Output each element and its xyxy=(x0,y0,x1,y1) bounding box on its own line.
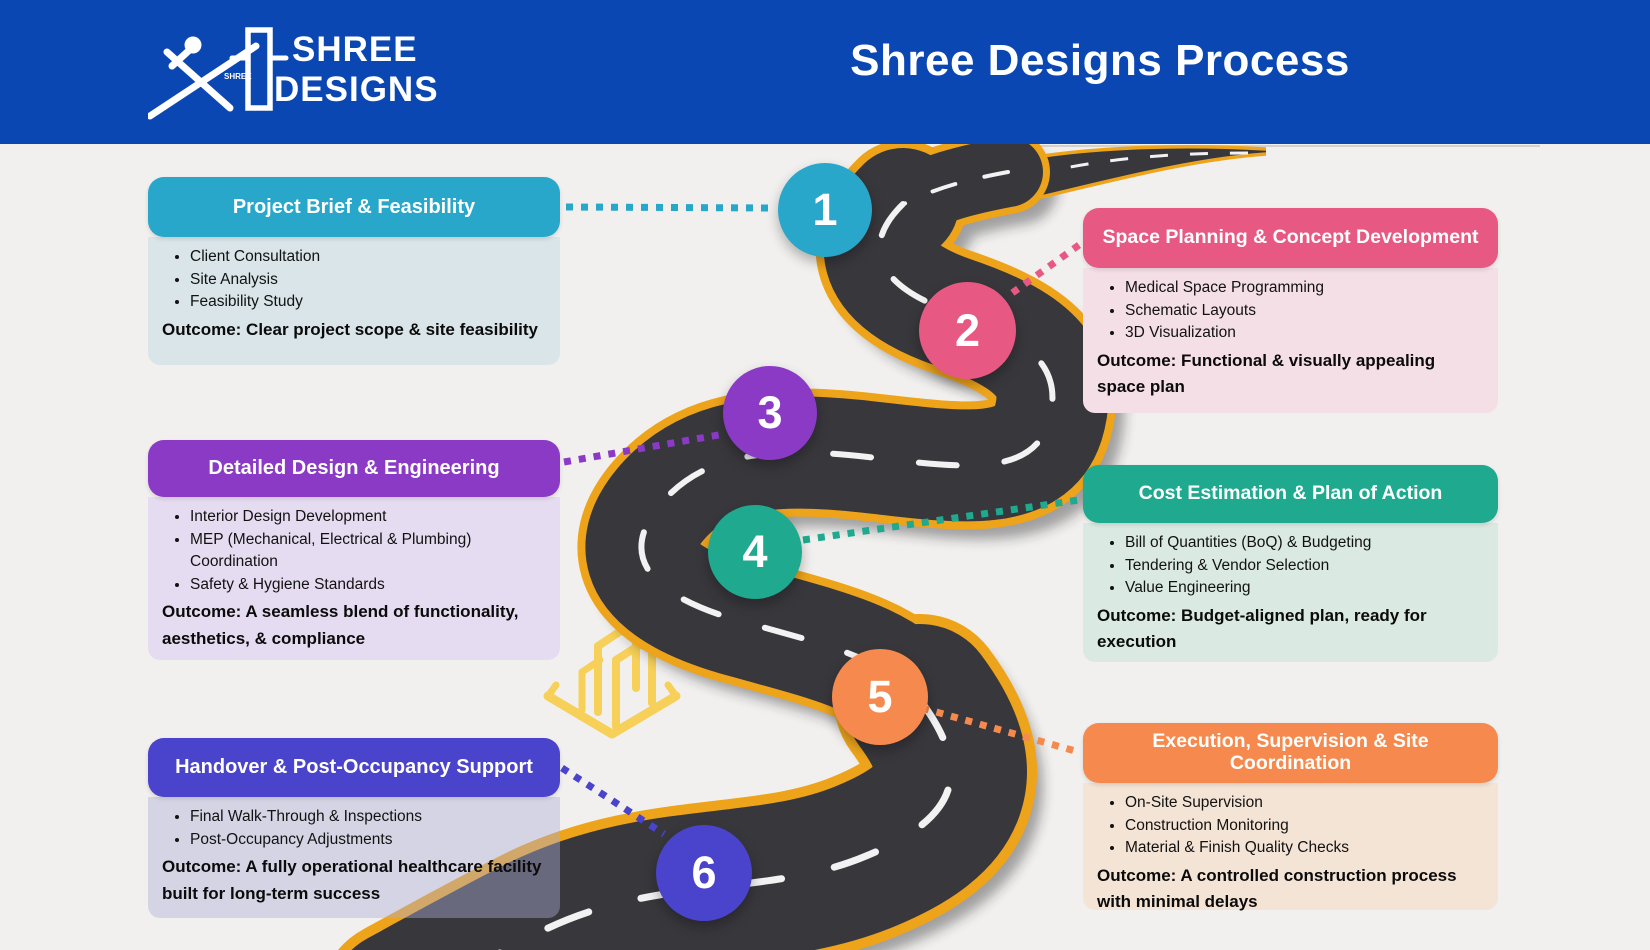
step-1-details: Client Consultation Site Analysis Feasib… xyxy=(148,237,560,365)
bullet-item: Client Consultation xyxy=(190,246,542,269)
bullet-item: Feasibility Study xyxy=(190,291,542,314)
logo-wordmark-line1: SHREE xyxy=(292,30,418,69)
milestone-circle-1: 1 xyxy=(778,163,872,257)
step-3-title: Detailed Design & Engineering xyxy=(148,440,560,497)
page-title: Shree Designs Process xyxy=(850,36,1350,85)
step-1-title: Project Brief & Feasibility xyxy=(148,177,560,237)
bullet-item: Construction Monitoring xyxy=(1125,815,1480,838)
step-card-5: Execution, Supervision & Site Coordinati… xyxy=(1083,723,1498,911)
bullet-item: MEP (Mechanical, Electrical & Plumbing) … xyxy=(190,529,542,574)
logo-figure-arm2 xyxy=(168,40,200,70)
logo-column xyxy=(245,27,273,111)
step-5-bullet-list: On-Site Supervision Construction Monitor… xyxy=(1097,792,1480,860)
connector-step-5 xyxy=(921,704,1080,756)
bullet-item: Post-Occupancy Adjustments xyxy=(190,829,542,852)
milestone-number: 2 xyxy=(954,304,981,356)
step-2-details: Medical Space Programming Schematic Layo… xyxy=(1083,268,1498,413)
connector-step-3 xyxy=(563,430,725,466)
bullet-item: Schematic Layouts xyxy=(1125,300,1480,323)
bullet-item: Bill of Quantities (BoQ) & Budgeting xyxy=(1125,532,1480,555)
step-1-outcome: Outcome: Clear project scope & site feas… xyxy=(162,319,539,339)
connector-step-6 xyxy=(560,765,666,837)
milestone-circle-3: 3 xyxy=(723,366,817,460)
step-5-title: Execution, Supervision & Site Coordinati… xyxy=(1083,723,1498,783)
connectors xyxy=(560,203,1082,837)
company-logo: SHREE SHREE DESIGNS xyxy=(148,20,578,130)
step-2-outcome: Outcome: Functional & visually appealing… xyxy=(1097,350,1436,397)
step-2-bullet-list: Medical Space Programming Schematic Layo… xyxy=(1097,277,1480,345)
logo-wordmark-line2: DESIGNS xyxy=(274,70,439,109)
milestone-number: 4 xyxy=(742,526,768,577)
milestone-circle-4: 4 xyxy=(708,505,802,599)
milestone-circle-2: 2 xyxy=(919,282,1016,379)
connector-step-1 xyxy=(565,203,773,212)
step-card-1: Project Brief & Feasibility Client Consu… xyxy=(148,177,560,365)
step-4-details: Bill of Quantities (BoQ) & Budgeting Ten… xyxy=(1083,523,1498,662)
milestone-number: 5 xyxy=(867,671,893,722)
milestone-number: 6 xyxy=(691,847,717,898)
step-card-2: Space Planning & Concept Development Med… xyxy=(1083,208,1498,413)
step-3-details: Interior Design Development MEP (Mechani… xyxy=(148,497,560,660)
step-6-bullet-list: Final Walk-Through & Inspections Post-Oc… xyxy=(162,806,542,851)
bullet-item: Medical Space Programming xyxy=(1125,277,1480,300)
bullet-item: Value Engineering xyxy=(1125,577,1480,600)
bullet-item: Safety & Hygiene Standards xyxy=(190,574,542,597)
step-card-6: Handover & Post-Occupancy Support Final … xyxy=(148,738,560,918)
logo-icon-label: SHREE xyxy=(224,72,252,81)
milestone-number: 1 xyxy=(812,184,838,235)
step-6-outcome: Outcome: A fully operational healthcare … xyxy=(162,857,542,903)
bullet-item: On-Site Supervision xyxy=(1125,792,1480,815)
bullet-item: Tendering & Vendor Selection xyxy=(1125,555,1480,578)
connector-step-4 xyxy=(802,496,1080,544)
step-4-title: Cost Estimation & Plan of Action xyxy=(1083,465,1498,523)
step-5-outcome: Outcome: A controlled construction proce… xyxy=(1097,865,1457,912)
step-3-outcome: Outcome: A seamless blend of functionali… xyxy=(162,602,519,648)
step-5-details: On-Site Supervision Construction Monitor… xyxy=(1083,783,1498,911)
step-2-title: Space Planning & Concept Development xyxy=(1083,208,1498,268)
step-6-title: Handover & Post-Occupancy Support xyxy=(148,738,560,797)
step-card-3: Detailed Design & Engineering Interior D… xyxy=(148,440,560,660)
step-4-bullet-list: Bill of Quantities (BoQ) & Budgeting Ten… xyxy=(1097,532,1480,600)
step-4-outcome: Outcome: Budget-aligned plan, ready for … xyxy=(1097,605,1427,652)
milestone-number: 3 xyxy=(757,387,783,438)
bullet-item: 3D Visualization xyxy=(1125,322,1480,345)
bullet-item: Interior Design Development xyxy=(190,506,542,529)
bullet-item: Material & Finish Quality Checks xyxy=(1125,837,1480,860)
bullet-item: Site Analysis xyxy=(190,269,542,292)
header-bar: SHREE SHREE DESIGNS Shree Designs Proces… xyxy=(0,0,1650,144)
milestone-circle-6: 6 xyxy=(656,825,752,921)
logo-icon: SHREE xyxy=(148,27,289,120)
step-6-details: Final Walk-Through & Inspections Post-Oc… xyxy=(148,797,560,918)
bullet-item: Final Walk-Through & Inspections xyxy=(190,806,542,829)
buildings-watermark-icon xyxy=(543,617,681,739)
step-card-4: Cost Estimation & Plan of Action Bill of… xyxy=(1083,465,1498,662)
milestone-circle-5: 5 xyxy=(832,649,928,745)
step-1-bullet-list: Client Consultation Site Analysis Feasib… xyxy=(162,246,542,314)
step-3-bullet-list: Interior Design Development MEP (Mechani… xyxy=(162,506,542,596)
